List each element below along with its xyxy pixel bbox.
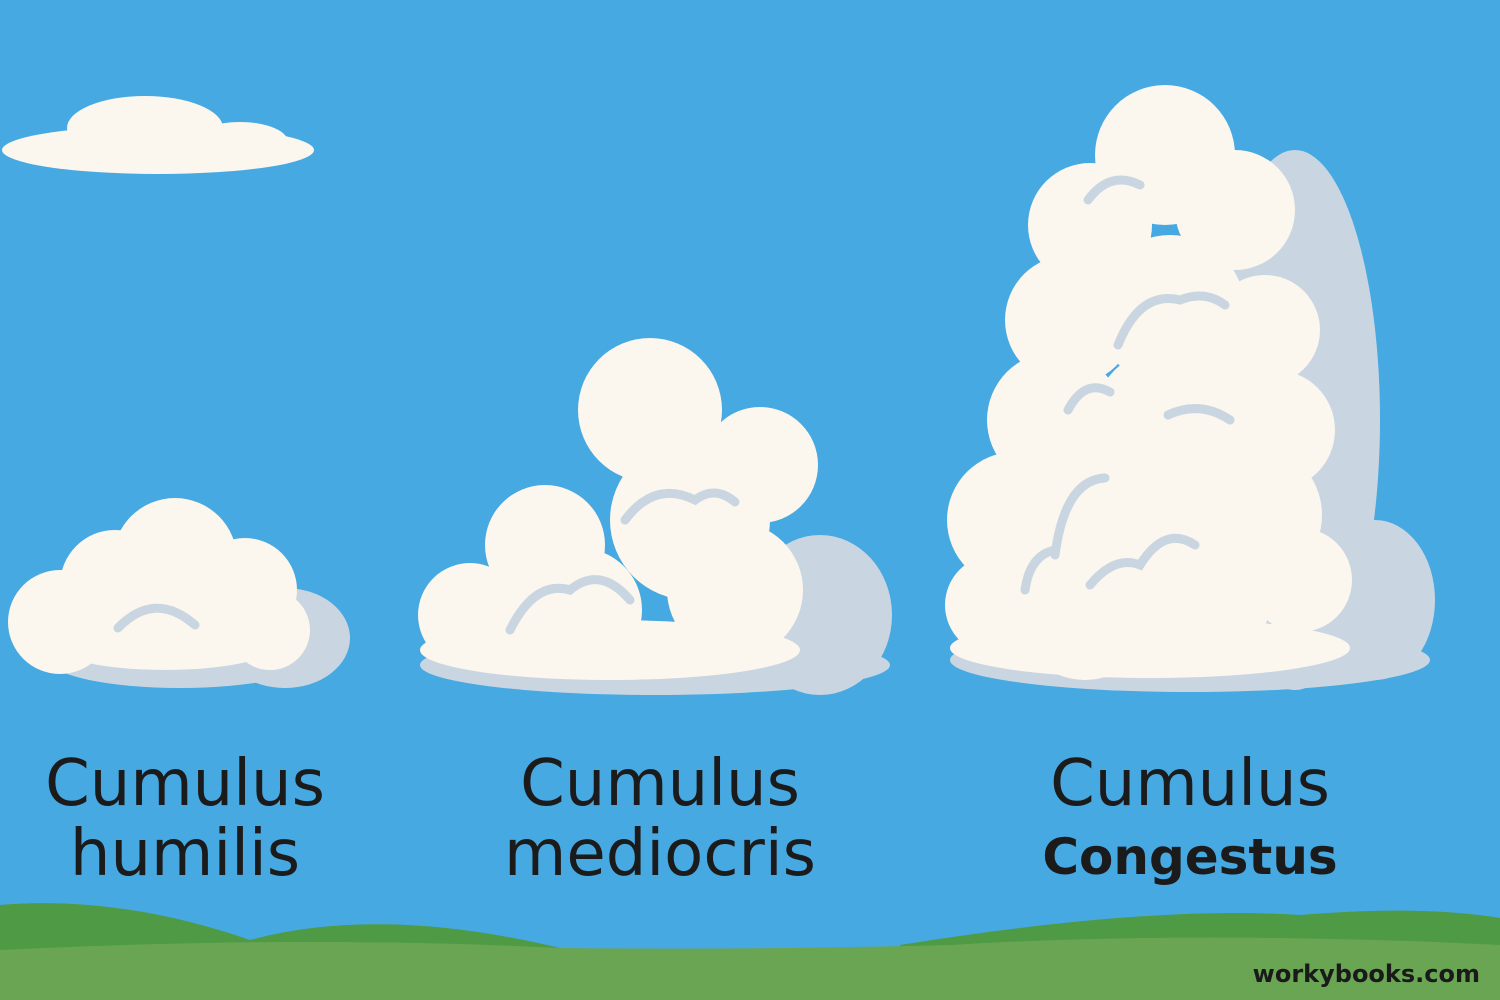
- cloud-mediocris: [418, 338, 892, 695]
- cloud-humilis: [8, 498, 350, 688]
- cloud-congestus: [945, 85, 1435, 692]
- label-cumulus-mediocris: Cumulus mediocris: [495, 752, 825, 886]
- label-cumulus-congestus: Cumulus Congestus: [1030, 752, 1350, 882]
- label-mediocris-line2: mediocris: [504, 817, 816, 891]
- flat-cloud: [2, 96, 314, 174]
- label-humilis-line2: humilis: [69, 817, 301, 891]
- label-humilis-line1: Cumulus: [45, 747, 325, 821]
- watermark: workybooks.com: [1252, 960, 1480, 988]
- label-cumulus-humilis: Cumulus humilis: [30, 752, 340, 886]
- label-congestus-line1: Cumulus: [1050, 747, 1330, 821]
- ground-hills: [0, 903, 1500, 1000]
- label-congestus-line2: Congestus: [1042, 828, 1338, 886]
- label-mediocris-line1: Cumulus: [520, 747, 800, 821]
